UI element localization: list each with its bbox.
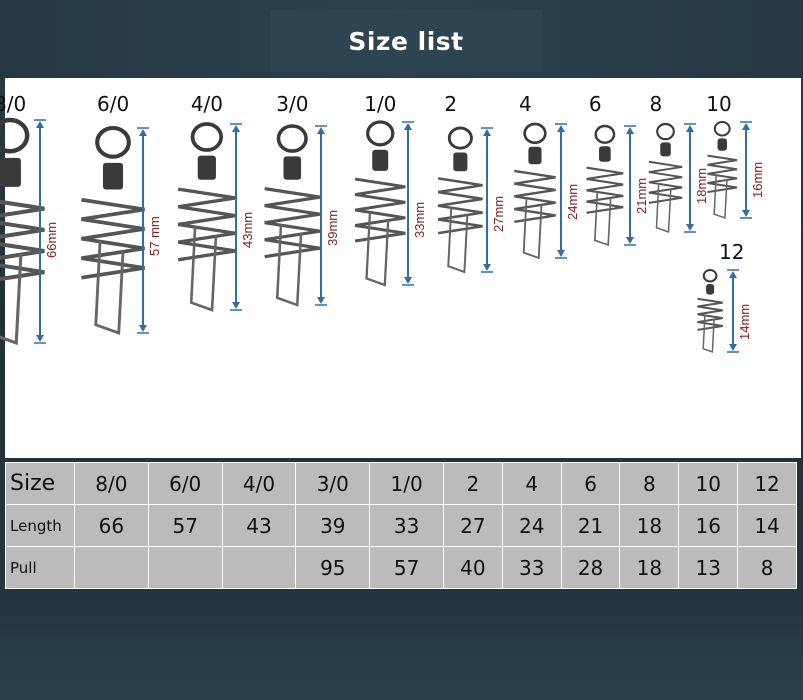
dimension-arrow [727, 269, 739, 353]
dimension-label: 43mm [240, 211, 255, 248]
dimension-label: 33mm [412, 201, 427, 238]
dimension-arrow [34, 119, 46, 344]
table-cell: 6/0 [147, 462, 223, 505]
size-label: 8/0 [0, 92, 27, 116]
dimension-label: 24mm [565, 183, 580, 220]
table-cell [221, 546, 297, 589]
dimension-label: 16mm [750, 161, 765, 198]
swivel-8 [648, 122, 683, 234]
dimension-arrow [402, 121, 414, 286]
dimension-label: 27mm [491, 195, 506, 232]
row-header-pull: Pull [5, 546, 75, 589]
table-cell: 43 [221, 504, 297, 547]
table-cell: 57 [147, 504, 223, 547]
swivel-6 [514, 122, 556, 260]
table-cell: 8 [737, 546, 797, 589]
table-cell: 27 [442, 504, 503, 547]
dimension-arrow [137, 127, 149, 334]
size-label: 10 [706, 92, 732, 116]
table-cell [147, 546, 223, 589]
table-cell: 13 [678, 546, 739, 589]
swivel-illustrations [0, 117, 752, 354]
table-cell: 6 [560, 462, 621, 505]
dimension-arrow [624, 125, 636, 246]
table-cell: 66 [74, 504, 149, 547]
table-cell: 95 [295, 546, 371, 589]
dimension-label: 14mm [737, 303, 752, 340]
table-cell: 4 [501, 462, 562, 505]
table-cell: 16 [678, 504, 739, 547]
swivel-0 [0, 117, 45, 346]
table-cell: 40 [442, 546, 503, 589]
table-cell: 8 [619, 462, 680, 505]
size-label: 12 [719, 240, 745, 264]
swivel-7 [586, 124, 624, 247]
dimension-label: 21mm [634, 177, 649, 214]
size-label: 4/0 [190, 92, 224, 116]
table-cell: 2 [442, 462, 503, 505]
title-box: Size list [270, 10, 542, 72]
size-label: 6/0 [97, 92, 130, 116]
table-cell: 12 [737, 462, 797, 505]
swivel-2 [177, 122, 236, 312]
table-cell: 21 [560, 504, 621, 547]
size-label: 2 [444, 92, 458, 116]
size-label: 1/0 [364, 92, 397, 116]
size-label: 6 [588, 92, 602, 116]
row-header-size: Size [5, 462, 75, 505]
table-cell: 10 [678, 462, 739, 505]
table-cell: 4/0 [221, 462, 297, 505]
dimension-arrow [315, 125, 327, 306]
size-label: 4 [518, 92, 532, 116]
table-cell: 33 [369, 504, 444, 547]
bottom-band [0, 595, 803, 700]
swivel-5 [437, 126, 483, 274]
table-cell: 14 [737, 504, 797, 547]
table-cell: 24 [501, 504, 562, 547]
dimension-arrow [684, 123, 696, 233]
swivel-3 [264, 124, 321, 307]
swivel-9 [707, 121, 738, 220]
row-header-length: Length [5, 504, 75, 547]
size-label: 8 [649, 92, 663, 116]
table-cell: 57 [369, 546, 444, 589]
dimension-label: 18mm [694, 167, 709, 204]
dimension-label: 39mm [325, 209, 340, 246]
table-cell: 1/0 [369, 462, 444, 505]
swivel-10 [697, 269, 723, 354]
swivel-1 [81, 125, 145, 335]
dimension-arrow [555, 123, 567, 259]
dimension-label: 66mm [44, 221, 59, 258]
table-cell [74, 546, 149, 589]
dimension-label: 57 mm [147, 216, 162, 256]
table-cell: 33 [501, 546, 562, 589]
table-cell: 28 [560, 546, 621, 589]
page-title: Size list [348, 26, 464, 56]
swivel-4 [354, 120, 406, 287]
dimension-arrow [230, 123, 242, 311]
table-cell: 39 [295, 504, 371, 547]
table-cell: 8/0 [74, 462, 149, 505]
table-cell: 18 [619, 504, 680, 547]
dimension-arrow [481, 127, 493, 273]
table-cell: 18 [619, 546, 680, 589]
size-label: 3/0 [276, 92, 309, 116]
table-cell: 3/0 [295, 462, 371, 505]
dimension-arrow [740, 121, 752, 219]
